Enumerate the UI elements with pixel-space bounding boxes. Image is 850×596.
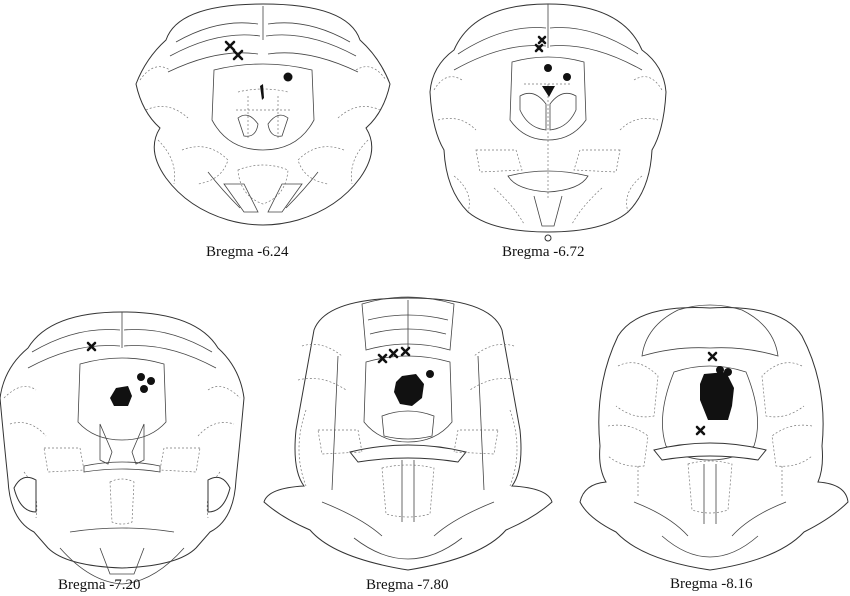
- dot-marker: [137, 373, 145, 381]
- section-label: Bregma -8.16: [670, 576, 753, 592]
- section-drawing: [263, 296, 553, 571]
- brain-section-bregma-8-16: Bregma -8.16: [578, 296, 850, 596]
- cross-marker: [534, 43, 544, 53]
- brain-section-bregma-6-72: Bregma -6.72: [424, 0, 670, 270]
- cross-marker: [232, 49, 244, 61]
- lesion-area: [110, 386, 132, 406]
- lesion-area: [394, 374, 424, 406]
- section-label: Bregma -6.72: [502, 244, 585, 260]
- lesion-markers: [86, 341, 155, 406]
- section-drawing: [429, 3, 667, 242]
- lesion-area: [542, 86, 555, 97]
- lesion-markers: [534, 35, 571, 97]
- section-label: Bregma -6.24: [206, 244, 289, 260]
- lesion-area: [700, 372, 734, 420]
- lesion-markers: [377, 346, 434, 406]
- cross-marker: [537, 35, 547, 45]
- section-label: Bregma -7.20: [58, 577, 141, 593]
- cross-marker: [86, 341, 97, 352]
- cross-marker: [707, 351, 718, 362]
- dot-marker: [716, 366, 724, 374]
- dot-marker: [283, 72, 293, 82]
- cross-marker: [400, 346, 411, 357]
- cross-marker: [224, 40, 236, 52]
- brain-section-bregma-7-20: Bregma -7.20: [0, 311, 245, 596]
- dot-marker: [544, 64, 552, 72]
- dot-marker: [140, 385, 148, 393]
- dot-marker: [147, 377, 155, 385]
- lesion-markers: [224, 40, 293, 100]
- dot-marker: [563, 73, 571, 81]
- brain-section-bregma-7-80: Bregma -7.80: [262, 290, 554, 596]
- cross-marker: [388, 348, 399, 359]
- section-drawing: [579, 304, 849, 571]
- cross-marker: [695, 425, 706, 436]
- brain-section-bregma-6-24: Bregma -6.24: [118, 0, 408, 260]
- cross-marker: [377, 353, 388, 364]
- section-label: Bregma -7.80: [366, 577, 449, 593]
- section-drawing: [0, 311, 245, 585]
- lesion-markers: [695, 351, 734, 436]
- dot-marker: [426, 370, 434, 378]
- lesion-area: [260, 84, 264, 100]
- section-drawing: [135, 3, 391, 226]
